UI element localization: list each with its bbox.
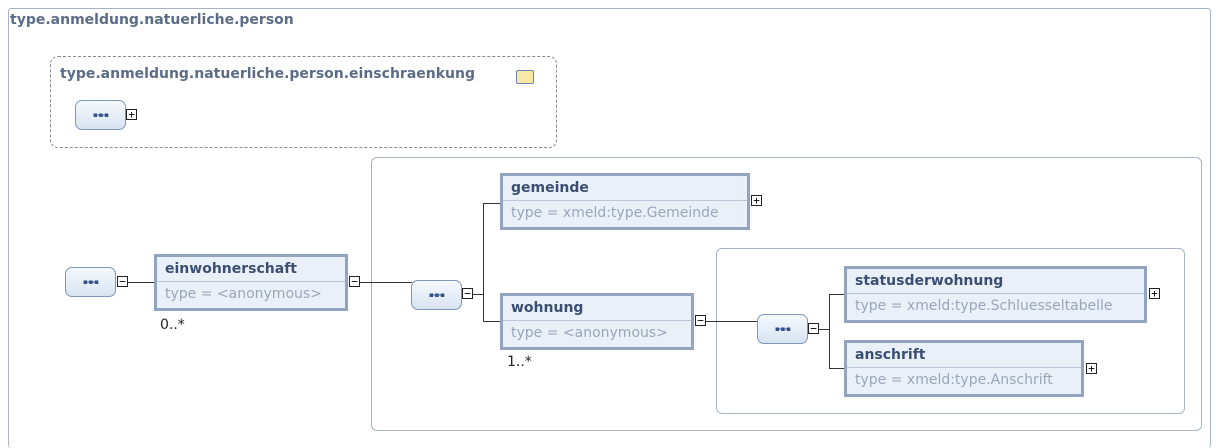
element-name: statusderwohnung bbox=[847, 269, 1144, 294]
element-name: gemeinde bbox=[503, 176, 747, 201]
element-type: type = <anonymous> bbox=[511, 325, 668, 341]
cardinality: 0..* bbox=[160, 317, 185, 333]
einwohnerschaft-collapse-icon[interactable]: − bbox=[349, 276, 360, 287]
einwohnerschaft-sequence-icon[interactable]: ▪-▪-▪ bbox=[411, 280, 462, 310]
element-name: einwohnerschaft bbox=[157, 257, 345, 282]
anschrift-expand-icon[interactable]: + bbox=[1086, 363, 1097, 374]
element-type: type = xmeld:type.Gemeinde bbox=[511, 205, 719, 221]
gemeinde-expand-icon[interactable]: + bbox=[751, 195, 762, 206]
attributes-icon[interactable] bbox=[516, 70, 534, 84]
connector bbox=[360, 282, 412, 283]
element-type: type = xmeld:type.Schluesseltabelle bbox=[855, 298, 1113, 314]
wohnung-sequence-frame bbox=[716, 248, 1185, 414]
group-title: type.anmeldung.natuerliche.person.einsch… bbox=[60, 66, 475, 82]
connector bbox=[706, 321, 758, 322]
wohnung-collapse-icon[interactable]: − bbox=[695, 315, 706, 326]
element-type: type = xmeld:type.Anschrift bbox=[855, 372, 1053, 388]
element-gemeinde[interactable]: gemeinde type = xmeld:type.Gemeinde bbox=[500, 173, 750, 230]
connector bbox=[819, 329, 829, 330]
complex-type-title: type.anmeldung.natuerliche.person bbox=[10, 12, 294, 28]
element-name: anschrift bbox=[847, 343, 1081, 368]
complex-type-frame bbox=[8, 8, 1211, 448]
connector bbox=[128, 282, 155, 283]
element-name: wohnung bbox=[503, 296, 691, 321]
connector bbox=[829, 294, 830, 369]
statusderwohnung-expand-icon[interactable]: + bbox=[1149, 288, 1160, 299]
connector bbox=[483, 203, 501, 204]
root-sequence-icon[interactable]: ▪-▪-▪ bbox=[65, 267, 116, 297]
group-sequence-icon[interactable]: ▪-▪-▪ bbox=[75, 100, 126, 130]
group-expand-icon[interactable]: + bbox=[126, 109, 137, 120]
element-einwohnerschaft[interactable]: einwohnerschaft type = <anonymous> bbox=[154, 254, 348, 311]
connector bbox=[829, 294, 845, 295]
wohnung-sequence-collapse-icon[interactable]: − bbox=[808, 323, 819, 334]
element-statusderwohnung[interactable]: statusderwohnung type = xmeld:type.Schlu… bbox=[844, 266, 1147, 323]
connector bbox=[483, 321, 501, 322]
connector bbox=[829, 368, 845, 369]
element-anschrift[interactable]: anschrift type = xmeld:type.Anschrift bbox=[844, 340, 1084, 397]
connector bbox=[473, 294, 483, 295]
einwohnerschaft-sequence-collapse-icon[interactable]: − bbox=[462, 288, 473, 299]
root-sequence-collapse-icon[interactable]: − bbox=[117, 276, 128, 287]
element-type: type = <anonymous> bbox=[165, 286, 322, 302]
group-frame bbox=[50, 56, 557, 148]
connector bbox=[483, 203, 484, 322]
element-wohnung[interactable]: wohnung type = <anonymous> bbox=[500, 293, 694, 350]
cardinality: 1..* bbox=[507, 354, 532, 370]
sequence-frame bbox=[371, 157, 1202, 431]
wohnung-sequence-icon[interactable]: ▪-▪-▪ bbox=[757, 314, 808, 344]
